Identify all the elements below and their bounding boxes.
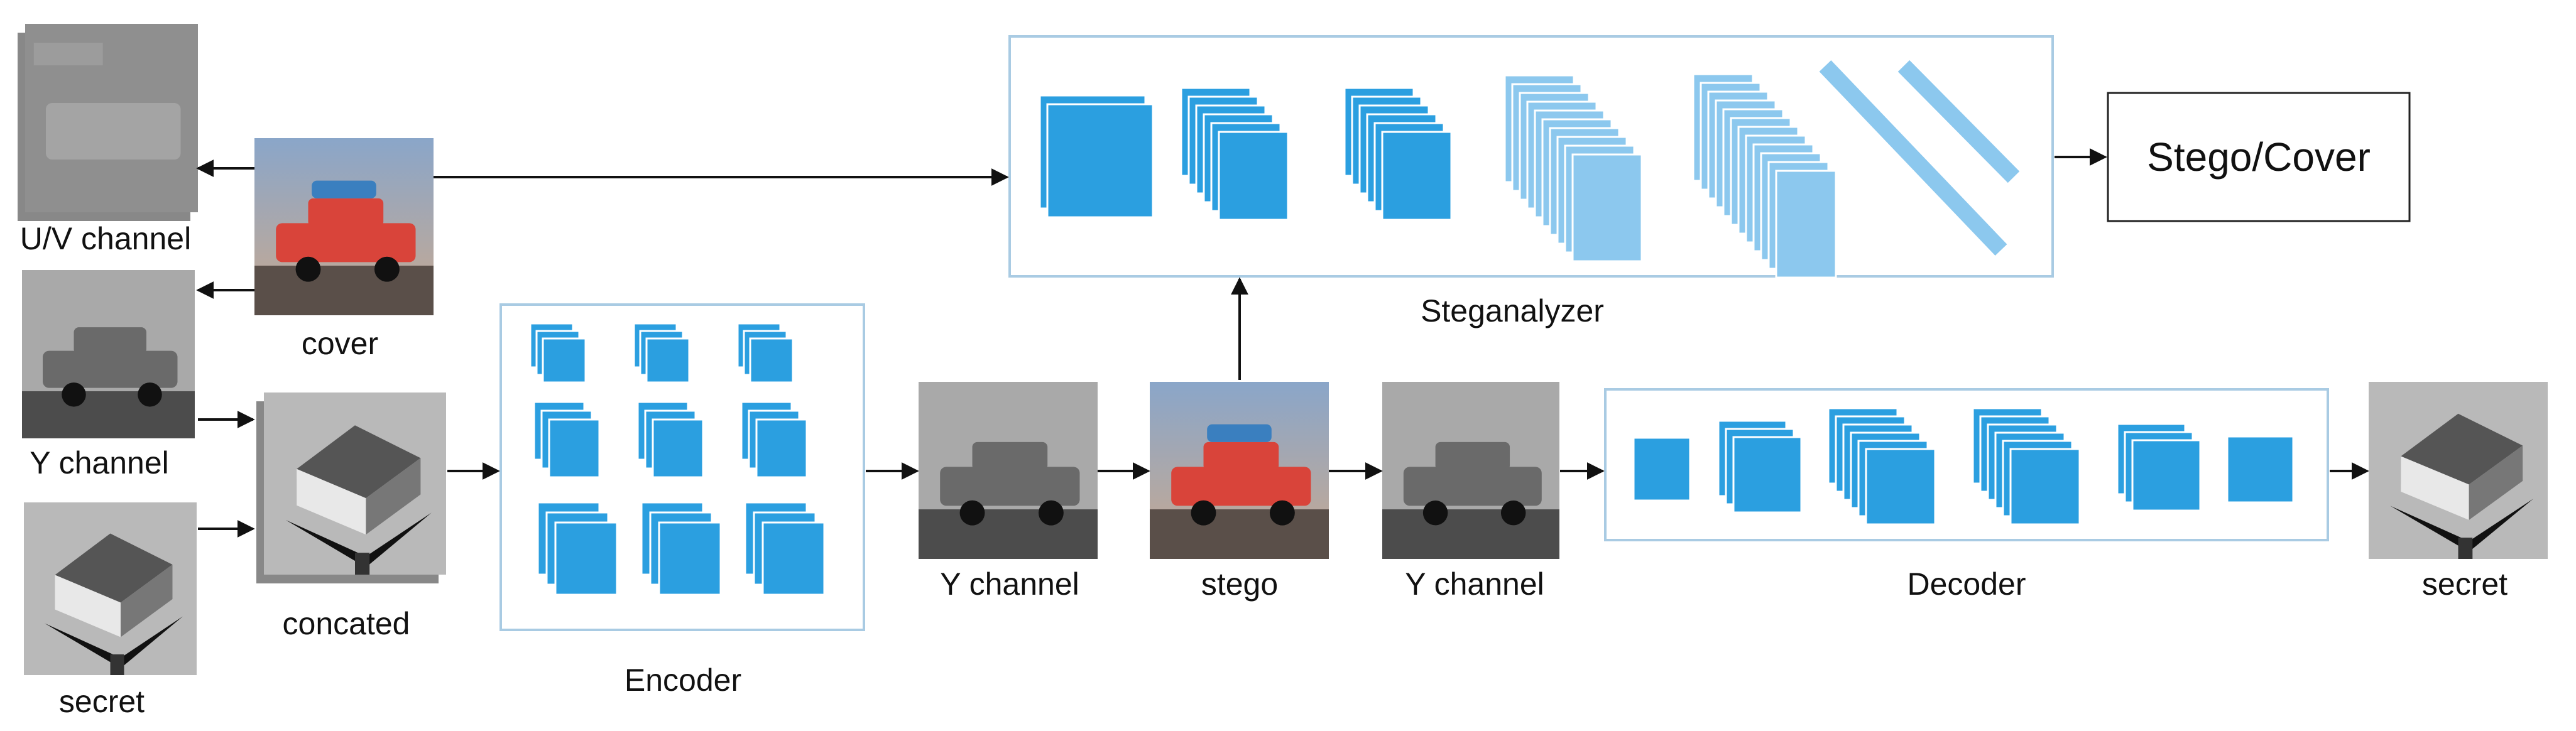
concated-image — [256, 393, 446, 583]
steganalyzer-block-5 — [1692, 73, 1837, 279]
decoder-block-4 — [1972, 407, 2081, 526]
encoder-block-5 — [636, 401, 704, 479]
steganalyzer-block-2 — [1180, 87, 1289, 221]
steganalyzer-fc-2 — [1897, 60, 2020, 183]
encoder-block-9 — [744, 501, 826, 596]
uv-channel-label: U/V channel — [19, 221, 192, 256]
steganalyzer-block-4 — [1504, 74, 1643, 263]
stego-image — [1150, 382, 1329, 559]
y-channel-decoded-label: Y channel — [1405, 566, 1544, 602]
stego-label: stego — [1201, 566, 1279, 602]
encoder-block-1 — [529, 322, 587, 384]
uv-channel-image — [18, 24, 198, 221]
y-channel-input-label: Y channel — [30, 445, 169, 480]
decoder-block-5 — [2116, 423, 2202, 512]
y-channel-input-image — [22, 270, 195, 438]
decoder-block-1 — [1632, 436, 1691, 502]
concated-label: concated — [282, 606, 410, 641]
decoder-label: Decoder — [1907, 566, 2026, 602]
encoder-block-6 — [740, 401, 808, 479]
steganalyzer-block-3 — [1343, 87, 1453, 221]
cover-label: cover — [301, 326, 379, 361]
decoder-panel — [1604, 388, 2329, 541]
secret-output-image — [2369, 382, 2548, 559]
y-channel-encoded-label: Y channel — [940, 566, 1079, 602]
steganalyzer-fc-1 — [1819, 60, 2007, 256]
encoder-block-2 — [633, 322, 690, 384]
secret-input-label: secret — [58, 684, 145, 719]
encoder-block-3 — [736, 322, 794, 384]
encoder-block-8 — [640, 501, 722, 596]
arrows — [196, 148, 2369, 538]
secret-output-label: secret — [2421, 566, 2508, 602]
steganalyzer-label: Steganalyzer — [1421, 293, 1604, 328]
encoder-block-7 — [537, 501, 618, 596]
decoder-block-2 — [1717, 420, 1803, 514]
cover-image — [254, 138, 434, 315]
y-channel-decoded-image — [1382, 382, 1559, 559]
encoder-label: Encoder — [624, 663, 742, 698]
decoder-block-6 — [2226, 435, 2295, 504]
y-channel-encoded-image — [919, 382, 1098, 559]
result-label: Stego/Cover — [2147, 134, 2371, 180]
encoder-block-4 — [533, 401, 601, 479]
result-box — [2107, 92, 2411, 222]
decoder-block-3 — [1827, 407, 1936, 526]
secret-input-image — [24, 502, 197, 675]
steganalyzer-block-1 — [1039, 94, 1154, 219]
